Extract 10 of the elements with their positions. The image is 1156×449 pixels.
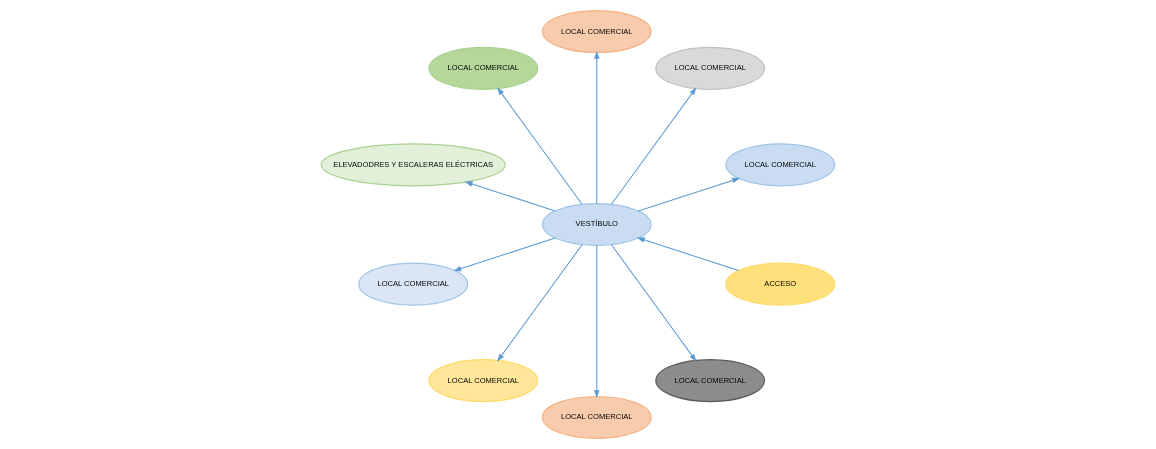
arrow: [594, 245, 600, 399]
arrow: [636, 237, 740, 272]
arrow: [497, 244, 583, 362]
arrow: [610, 87, 697, 205]
arrow: [610, 244, 697, 362]
arrow: [497, 87, 583, 205]
arrow: [637, 177, 741, 212]
arrow: [464, 181, 556, 212]
arrow: [453, 237, 556, 272]
arrow: [594, 50, 600, 204]
